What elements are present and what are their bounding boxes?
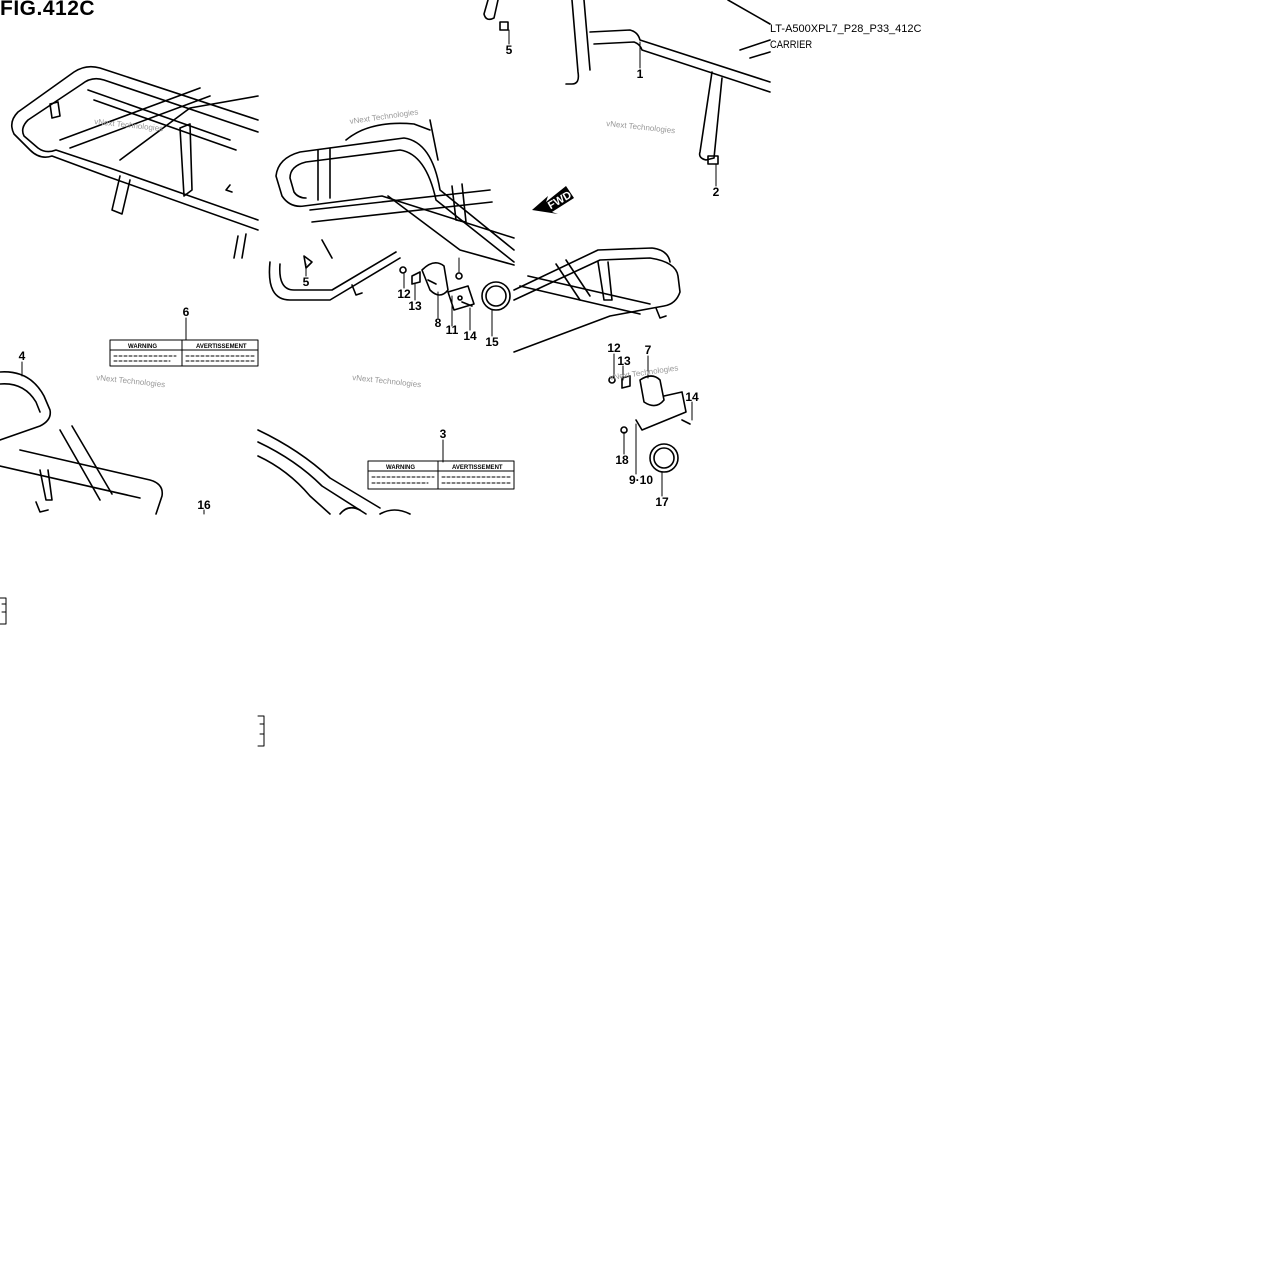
forward-arrow-label: FWD xyxy=(546,189,574,212)
figure-title: FIG.412C xyxy=(0,0,96,20)
watermark: vNext Technologies xyxy=(606,119,676,135)
callout-18: 18 xyxy=(615,453,629,467)
warning-label-6 xyxy=(109,339,259,367)
callout-17: 17 xyxy=(655,495,669,509)
forward-arrow: FWD xyxy=(532,186,574,214)
diagram-code: LT-A500XPL7_P28_P33_412C xyxy=(770,23,922,35)
carrier-lower-right xyxy=(513,247,681,353)
callout-numbers: 1 2 3 4 5 5 6 7 8 9·10 11 12 12 13 13 14… xyxy=(19,43,720,512)
callout-9-10: 9·10 xyxy=(629,473,653,487)
callout-16: 16 xyxy=(197,498,211,512)
leader-lines xyxy=(21,29,717,515)
carrier-lower-left xyxy=(0,371,164,515)
callout-14-right: 14 xyxy=(685,390,699,404)
callout-15: 15 xyxy=(485,335,499,349)
carrier-top-right xyxy=(483,0,771,161)
rear-carrier-top-left xyxy=(10,65,259,259)
callout-12-right: 12 xyxy=(607,341,621,355)
callout-5-middle: 5 xyxy=(303,275,310,289)
callout-7: 7 xyxy=(645,343,652,357)
warning-3-left-heading: WARNING xyxy=(386,465,415,471)
warning-3-right-heading: AVERTISSEMENT xyxy=(452,465,503,471)
watermark: vNext Technologies xyxy=(96,373,166,389)
warning-6-right-heading: AVERTISSEMENT xyxy=(196,344,247,350)
callout-12-middle: 12 xyxy=(397,287,411,301)
callout-13-middle: 13 xyxy=(408,299,422,313)
front-carrier-top-middle xyxy=(268,119,515,301)
reflector-assembly-right xyxy=(499,21,719,473)
edge-marks xyxy=(0,597,265,747)
callout-2: 2 xyxy=(713,185,720,199)
watermark: vNext Technologies xyxy=(94,117,164,133)
callout-5-top: 5 xyxy=(506,43,513,57)
warning-6-left-heading: WARNING xyxy=(128,344,157,350)
watermark: vNext Technologies xyxy=(352,373,422,389)
carrier-lower-middle xyxy=(257,429,411,515)
callout-6: 6 xyxy=(183,305,190,319)
callout-13-right: 13 xyxy=(617,354,631,368)
diagram-name: CARRIER xyxy=(770,39,813,51)
callout-11: 11 xyxy=(446,323,459,337)
callout-4: 4 xyxy=(19,349,26,363)
callout-1: 1 xyxy=(637,67,644,81)
callout-8: 8 xyxy=(435,316,442,330)
callout-3: 3 xyxy=(440,427,447,441)
warning-label-3 xyxy=(367,460,515,490)
callout-14-middle: 14 xyxy=(463,329,477,343)
